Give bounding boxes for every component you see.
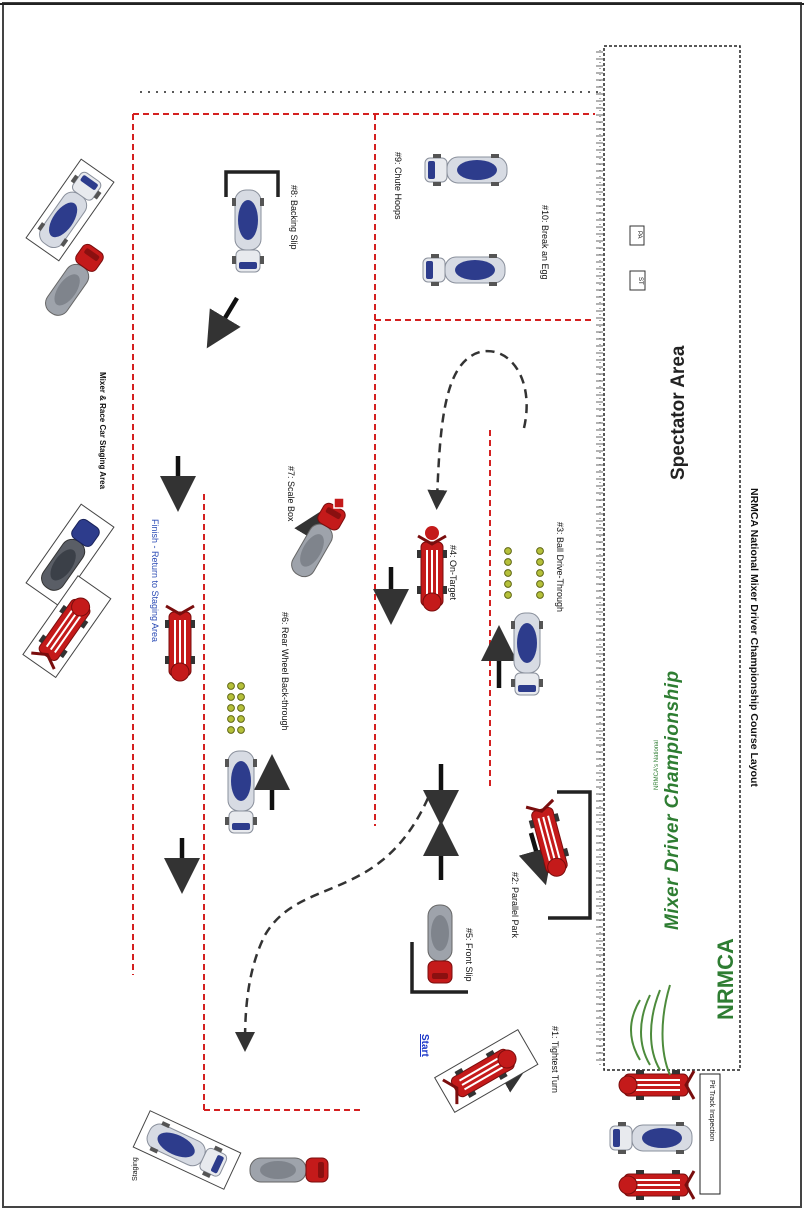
course-boundary (132, 113, 595, 1111)
on-target-label: #4: On-Target (448, 545, 458, 601)
scale-box-marker (333, 497, 345, 509)
mixer-truck-icon (25, 153, 693, 1190)
rear-wheel-label: #6: Rear Wheel Back-through (280, 612, 290, 731)
booth-a (629, 270, 646, 291)
race-car-icon (22, 534, 696, 1202)
logo-line2-text: Mixer Driver Championship (662, 670, 683, 930)
backing-slip-bracket (224, 170, 280, 197)
booth-b (629, 225, 645, 246)
booth-b-label: PA (636, 231, 642, 239)
logo-org-text: NRMCA (713, 938, 738, 1020)
front-slip-label: #5: Front Slip (464, 928, 474, 982)
staging-small-label: Staging (132, 1157, 139, 1181)
chute-hoops-label: #9: Chute Hoops (393, 152, 403, 220)
parallel-park-bracket (548, 790, 592, 920)
curved-path-icon (235, 349, 528, 1052)
parallel-park-label: #2: Parallel Park (510, 872, 520, 939)
target-marker (425, 526, 439, 540)
spectator-area (599, 45, 741, 1071)
course-caption: NRMCA National Mixer Driver Championship… (748, 488, 760, 787)
ball-drive-label: #3: Ball Drive-Through (555, 522, 565, 613)
spectator-area-label: Spectator Area (668, 345, 689, 480)
booth-a-label: ST (637, 277, 643, 285)
pit-inspection-label: Pit Track Inspection (708, 1080, 715, 1142)
finish-label: Finish - Return to Staging Area (150, 519, 160, 643)
front-slip-bracket (410, 942, 468, 994)
scale-box-label: #7: Scale Box (286, 466, 296, 522)
ruler-ticks (596, 51, 603, 1061)
pit-inspection-box (699, 1073, 721, 1195)
ball-icon (227, 547, 544, 1048)
start-link[interactable]: Start (419, 1034, 430, 1057)
staging-area-label: Mixer & Race Car Staging Area (98, 372, 107, 490)
tightest-turn-label: #1: Tightest Turn (550, 1026, 560, 1094)
logo-line1-text: NRMCA's National (654, 740, 660, 790)
backing-slip-label: #8: Backing Slip (289, 185, 299, 250)
logo-icon (630, 984, 671, 1076)
break-egg-label: #10: Break an Egg (540, 205, 550, 280)
